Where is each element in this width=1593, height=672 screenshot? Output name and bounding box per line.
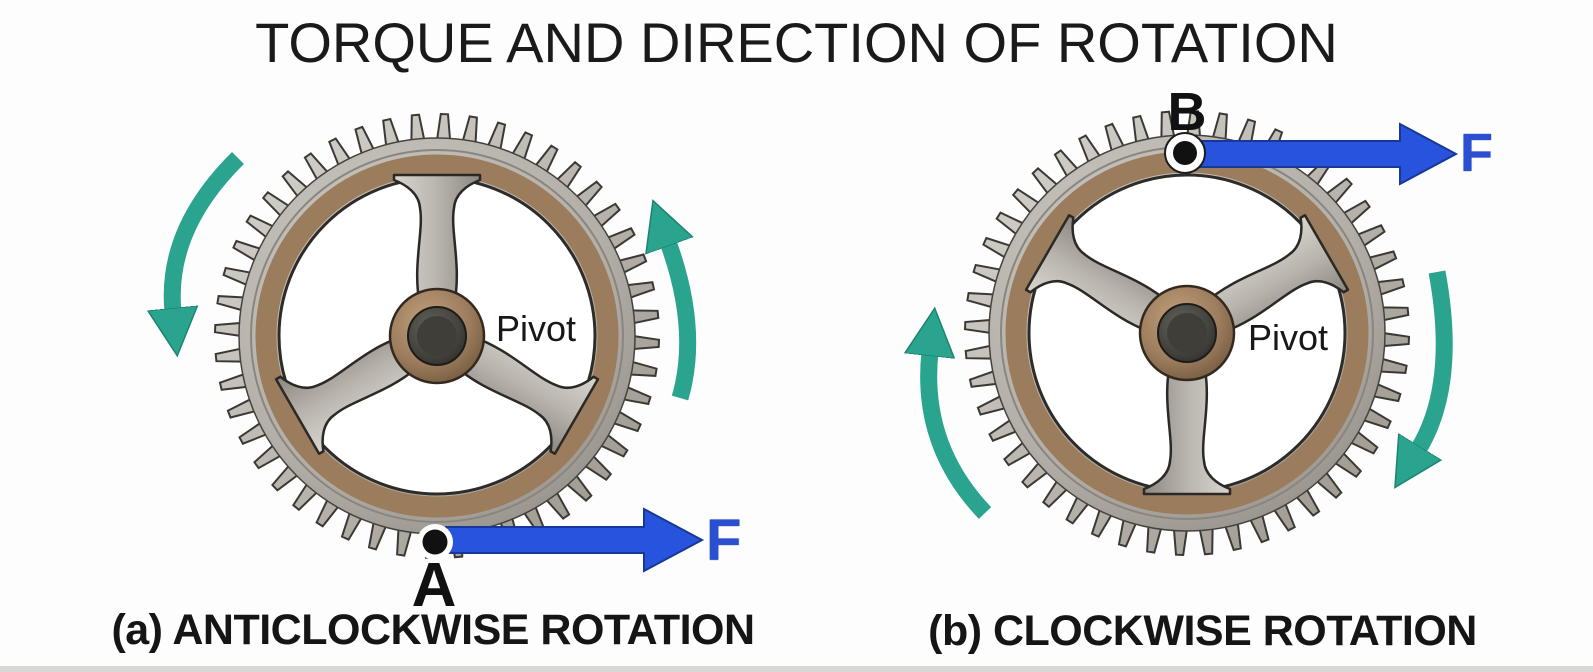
- gear-right-pin-core: [1167, 313, 1207, 353]
- anticlockwise-arrow-left-icon: [172, 151, 244, 312]
- gear-spoke: [1142, 361, 1232, 496]
- gear-right: [963, 109, 1411, 557]
- bottom-edge-strip: [0, 666, 1593, 672]
- point-label-a: A: [411, 551, 457, 620]
- diagram-title: TORQUE AND DIRECTION OF ROTATION: [255, 11, 1338, 74]
- gear-left-bronze-ring: [255, 154, 619, 518]
- gear-spoke: [1024, 214, 1171, 334]
- gear-spoke: [274, 335, 421, 455]
- caption-anticlockwise: (a) ANTICLOCKWISE ROTATION: [111, 606, 755, 654]
- caption-clockwise: (b) CLOCKWISE ROTATION: [928, 607, 1477, 655]
- gear-spoke: [1203, 214, 1350, 334]
- point-a-dot: [417, 524, 453, 560]
- force-arrow-right-icon: [1199, 122, 1459, 186]
- pivot-label-right: Pivot: [1248, 317, 1329, 358]
- point-label-b: B: [1167, 82, 1207, 142]
- pivot-label-left: Pivot: [496, 308, 577, 349]
- gear-left-spokes: [274, 173, 600, 455]
- gear-spoke: [453, 335, 600, 455]
- gear-left: [213, 112, 661, 560]
- gear-left-rim-groove: [250, 149, 624, 523]
- point-b-dot: [1164, 132, 1206, 174]
- clockwise-arrow-left-icon: [929, 352, 992, 519]
- force-arrow-left-icon: [445, 507, 705, 573]
- clockwise-arrow-right-icon: [1418, 270, 1453, 450]
- gear-spoke: [392, 173, 482, 308]
- gear-left-pin-core: [417, 316, 457, 356]
- force-label-right: F: [1460, 123, 1493, 183]
- anticlockwise-arrow-right-icon: [668, 242, 697, 401]
- gear-right-spokes: [1024, 214, 1350, 496]
- force-label-left: F: [706, 508, 742, 573]
